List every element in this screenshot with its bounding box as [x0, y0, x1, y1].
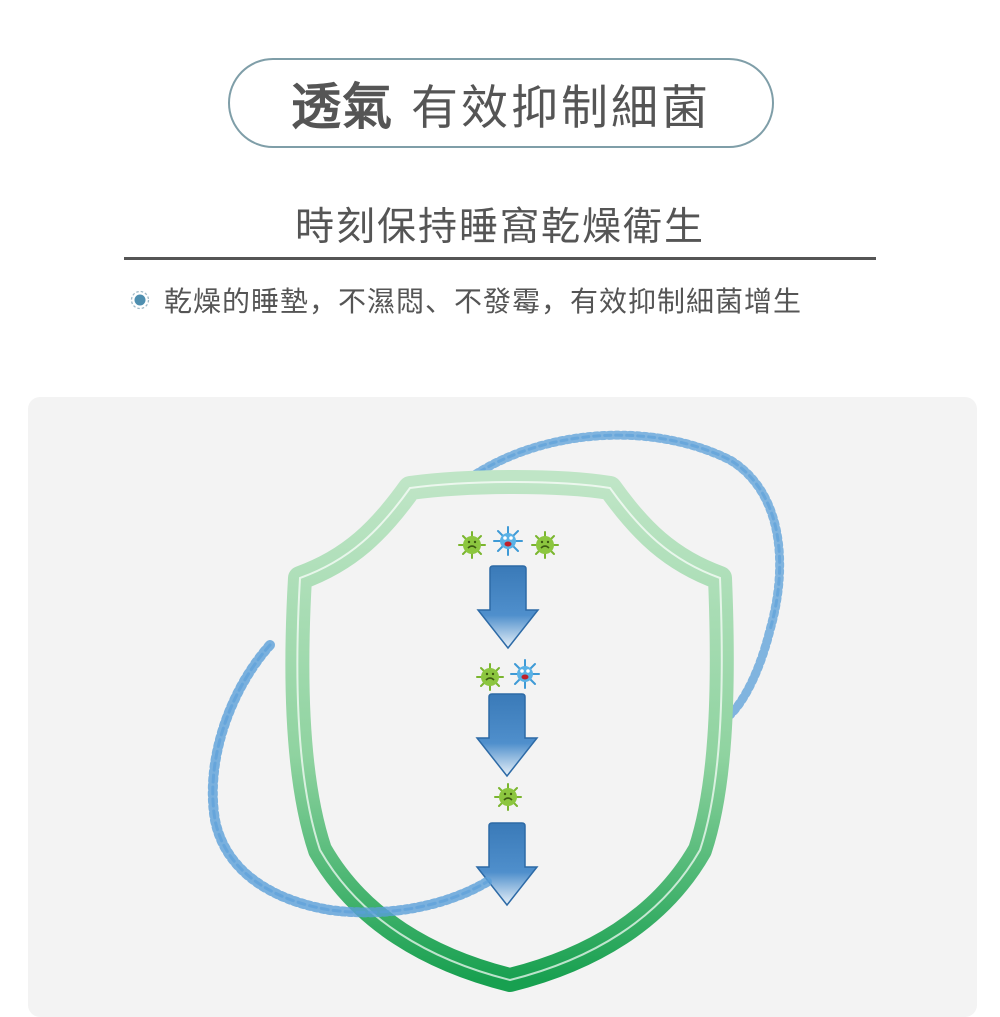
title-pill: 透氣 有效抑制細菌 — [228, 58, 774, 148]
germ-stage-2 — [476, 659, 540, 691]
down-arrow-icon — [477, 565, 539, 649]
dotted-circle-bullet-icon — [130, 290, 150, 310]
subtitle: 時刻保持睡窩乾燥衛生 — [294, 205, 705, 250]
germ-stage-1 — [458, 526, 559, 559]
germ-stage-3 — [494, 783, 522, 811]
title-text: 有效抑制細菌 — [411, 80, 711, 136]
divider — [124, 257, 876, 260]
down-arrow-icon — [476, 822, 538, 906]
bullet-text: 乾燥的睡墊，不濕悶、不發霉，有效抑制細菌增生 — [164, 285, 803, 318]
bullet-item: 乾燥的睡墊，不濕悶、不發霉，有效抑制細菌增生 — [130, 280, 802, 320]
bubble-ring-icon — [465, 430, 785, 720]
shield-icon — [285, 470, 734, 992]
down-arrow-icon — [476, 693, 538, 777]
title-keyword: 透氣 — [291, 78, 393, 136]
